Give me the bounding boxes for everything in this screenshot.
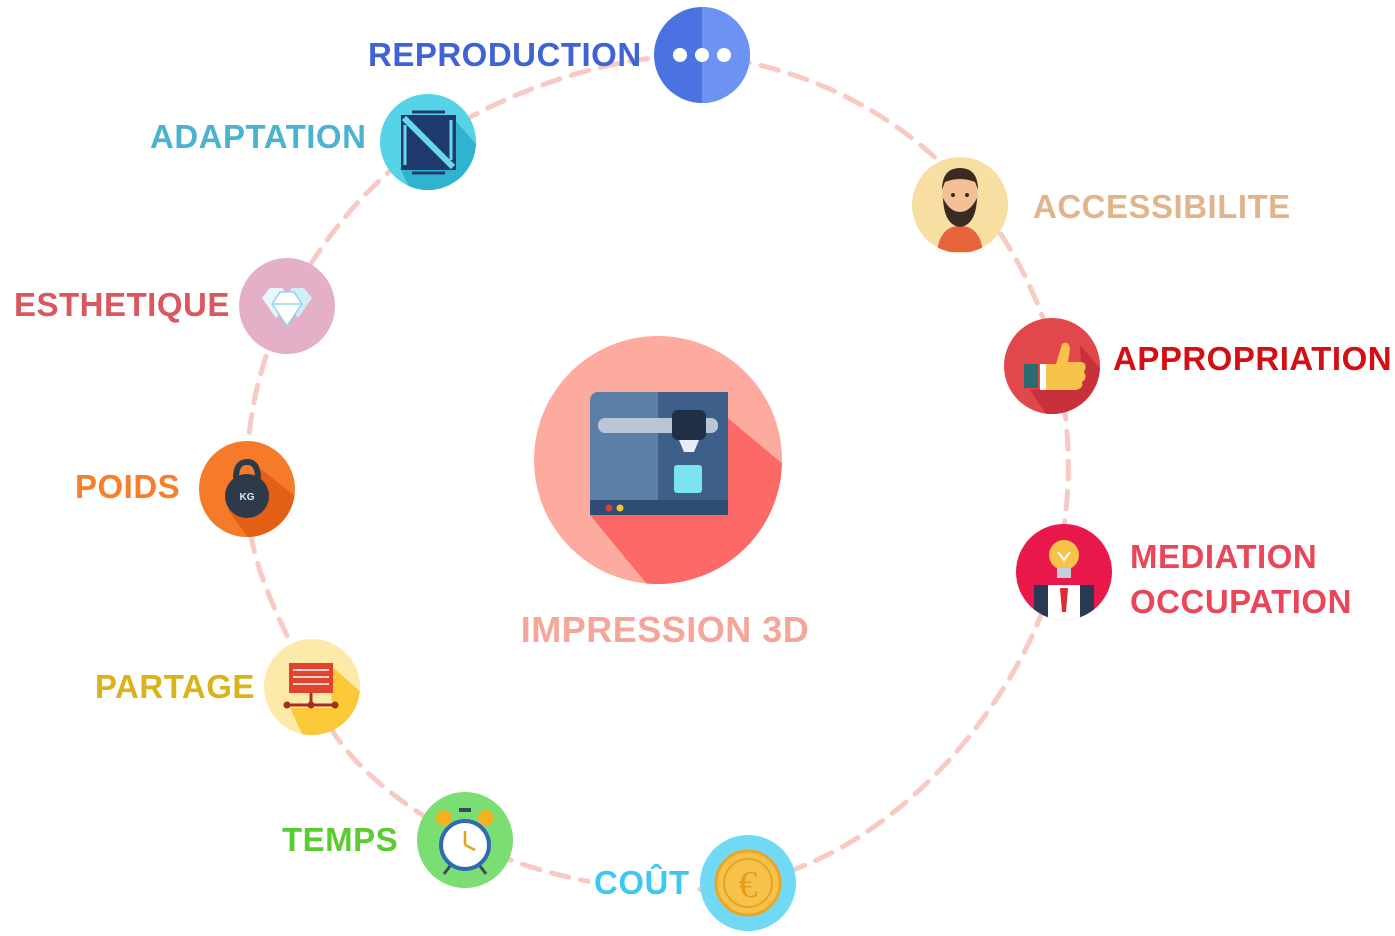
node-label-mediation-line2: OCCUPATION — [1130, 582, 1352, 620]
node-label-cout: COÛT — [590, 866, 694, 899]
node-label-adaptation: ADAPTATION — [150, 118, 367, 155]
svg-text:€: € — [739, 864, 758, 906]
lightbulb-person-icon — [1016, 524, 1112, 620]
3d-printer-icon — [534, 336, 782, 584]
node-label-temps: TEMPS — [282, 821, 399, 858]
center-title: IMPRESSION 3D — [520, 609, 810, 650]
alarm-clock-icon — [417, 792, 513, 888]
node-label-esthetique: ESTHETIQUE — [14, 286, 230, 323]
diamond-icon — [239, 258, 335, 354]
node-label-partage: PARTAGE — [95, 668, 255, 705]
kettlebell-icon: KG — [199, 441, 295, 537]
euro-coin-icon: € — [700, 835, 796, 931]
node-label-poids: POIDS — [75, 468, 181, 505]
node-label-mediation-line1: MEDIATION — [1130, 538, 1318, 575]
chat-dots-icon — [654, 7, 750, 103]
node-label-mediation: MEDIATION OCCUPATION — [1130, 535, 1352, 624]
network-icon — [264, 639, 360, 735]
bearded-man-icon — [912, 157, 1008, 253]
blueprint-icon — [380, 94, 476, 190]
node-label-accessibilite: ACCESSIBILITE — [1033, 188, 1291, 225]
thumbs-up-icon — [1004, 318, 1100, 414]
node-label-appropriation: APPROPRIATION — [1113, 340, 1393, 377]
node-label-reproduction: REPRODUCTION — [368, 36, 642, 73]
svg-text:KG: KG — [240, 492, 255, 503]
